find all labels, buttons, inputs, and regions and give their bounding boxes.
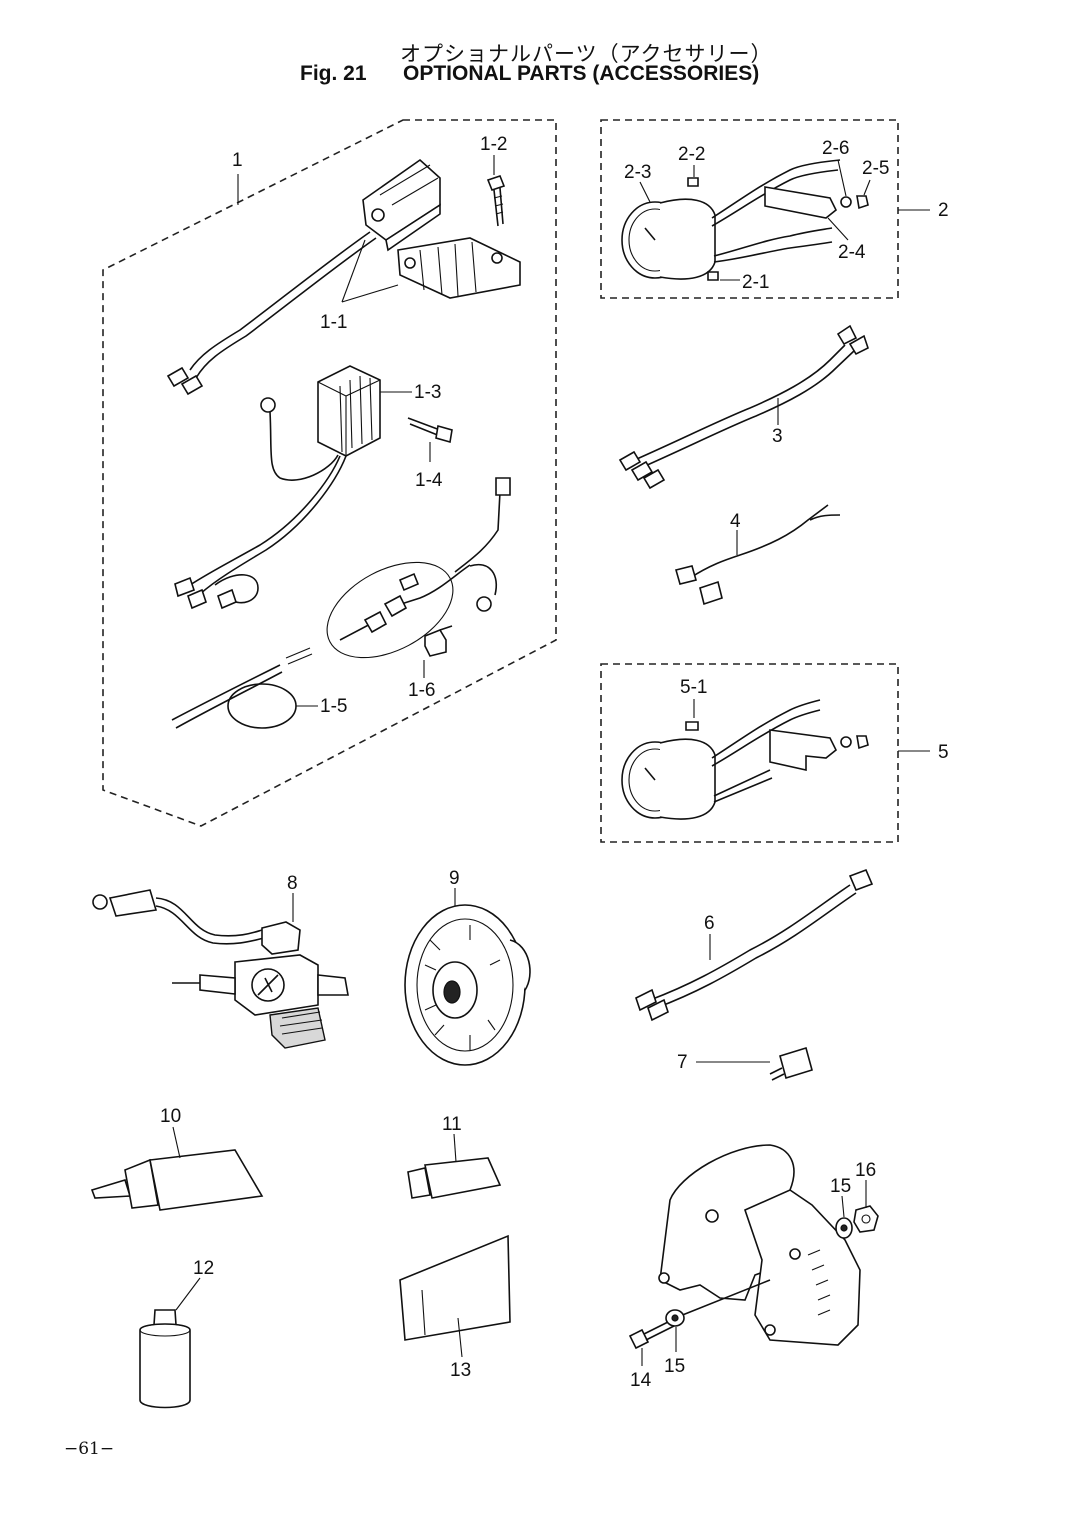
- callout-1-3: 1-3: [414, 382, 441, 403]
- tachometer-2: [621, 159, 869, 281]
- leader-2-5: [863, 179, 871, 196]
- callout-6: 6: [704, 913, 715, 934]
- fitting-7: [769, 1046, 813, 1081]
- callout-1-5: 1-5: [320, 696, 347, 717]
- callout-2-6: 2-6: [822, 138, 849, 159]
- tachometer-5: [621, 699, 869, 820]
- tube-11: [407, 1157, 502, 1199]
- tube-10: [90, 1149, 264, 1211]
- callout-9: 9: [449, 868, 460, 889]
- callout-12: 12: [193, 1258, 214, 1279]
- kit-2-outline: [600, 119, 899, 299]
- sensor-harness: [326, 477, 511, 659]
- harness-3: [618, 324, 869, 490]
- leader-13: [457, 1317, 463, 1358]
- callout-2-5: 2-5: [862, 158, 889, 179]
- callout-2-2: 2-2: [678, 144, 705, 165]
- bolt-14: [628, 1319, 675, 1350]
- callout-15a: 15: [664, 1356, 685, 1377]
- callout-5: 5: [938, 742, 949, 763]
- rectifier: [174, 365, 381, 610]
- washer-15b: [835, 1217, 853, 1239]
- callout-1-6: 1-6: [408, 680, 435, 701]
- bolt-1-4: [407, 417, 453, 444]
- callout-2-4: 2-4: [838, 242, 866, 263]
- leader-15b: [841, 1195, 845, 1218]
- leader-2-4: [827, 217, 849, 241]
- callout-1-4: 1-4: [415, 470, 443, 491]
- cable-4: [675, 504, 841, 606]
- rotor-9: [404, 904, 531, 1066]
- callout-2-1: 2-1: [742, 272, 769, 293]
- bolt-1-2: [486, 175, 506, 227]
- wire-harness-1-5: [171, 647, 313, 729]
- bottle-12: [139, 1309, 191, 1409]
- callout-3: 3: [772, 426, 783, 447]
- page-title-japanese: オプショナルパーツ（アクセサリー）: [400, 42, 773, 66]
- nut-16: [853, 1205, 879, 1233]
- lighting-coil: [166, 158, 521, 396]
- leader-1-1: [341, 239, 366, 303]
- kit-5-outline: [600, 663, 899, 843]
- callout-2-3: 2-3: [624, 162, 651, 183]
- washer-15a: [665, 1309, 685, 1327]
- cable-6: [635, 868, 874, 1022]
- page-number: −61−: [64, 1439, 115, 1459]
- callout-15b: 15: [830, 1176, 851, 1197]
- callout-4: 4: [730, 511, 741, 532]
- callout-2: 2: [938, 200, 949, 221]
- fuel-pump-8: [92, 889, 349, 1049]
- callout-11: 11: [442, 1114, 462, 1135]
- callout-1-2: 1-2: [480, 134, 507, 155]
- callout-10: 10: [160, 1106, 181, 1127]
- bag-13: [399, 1234, 511, 1341]
- clamp-bracket: [658, 1144, 861, 1346]
- page-title: OPTIONAL PARTS (ACCESSORIES): [403, 62, 760, 85]
- callout-16: 16: [855, 1160, 876, 1181]
- leader-10: [172, 1126, 181, 1159]
- callout-13: 13: [450, 1360, 471, 1381]
- callout-14: 14: [630, 1370, 652, 1391]
- kit-1-outline: [102, 119, 557, 827]
- callout-7: 7: [677, 1052, 688, 1073]
- callout-8: 8: [287, 873, 298, 894]
- callout-1: 1: [232, 150, 243, 171]
- callout-1-1: 1-1: [320, 312, 347, 333]
- callout-5-1: 5-1: [680, 677, 707, 698]
- figure-number: Fig. 21: [300, 62, 367, 85]
- leader-2-3: [639, 181, 651, 203]
- leader-2-6: [837, 159, 847, 197]
- leader-11: [453, 1133, 457, 1163]
- leader-12: [175, 1277, 201, 1311]
